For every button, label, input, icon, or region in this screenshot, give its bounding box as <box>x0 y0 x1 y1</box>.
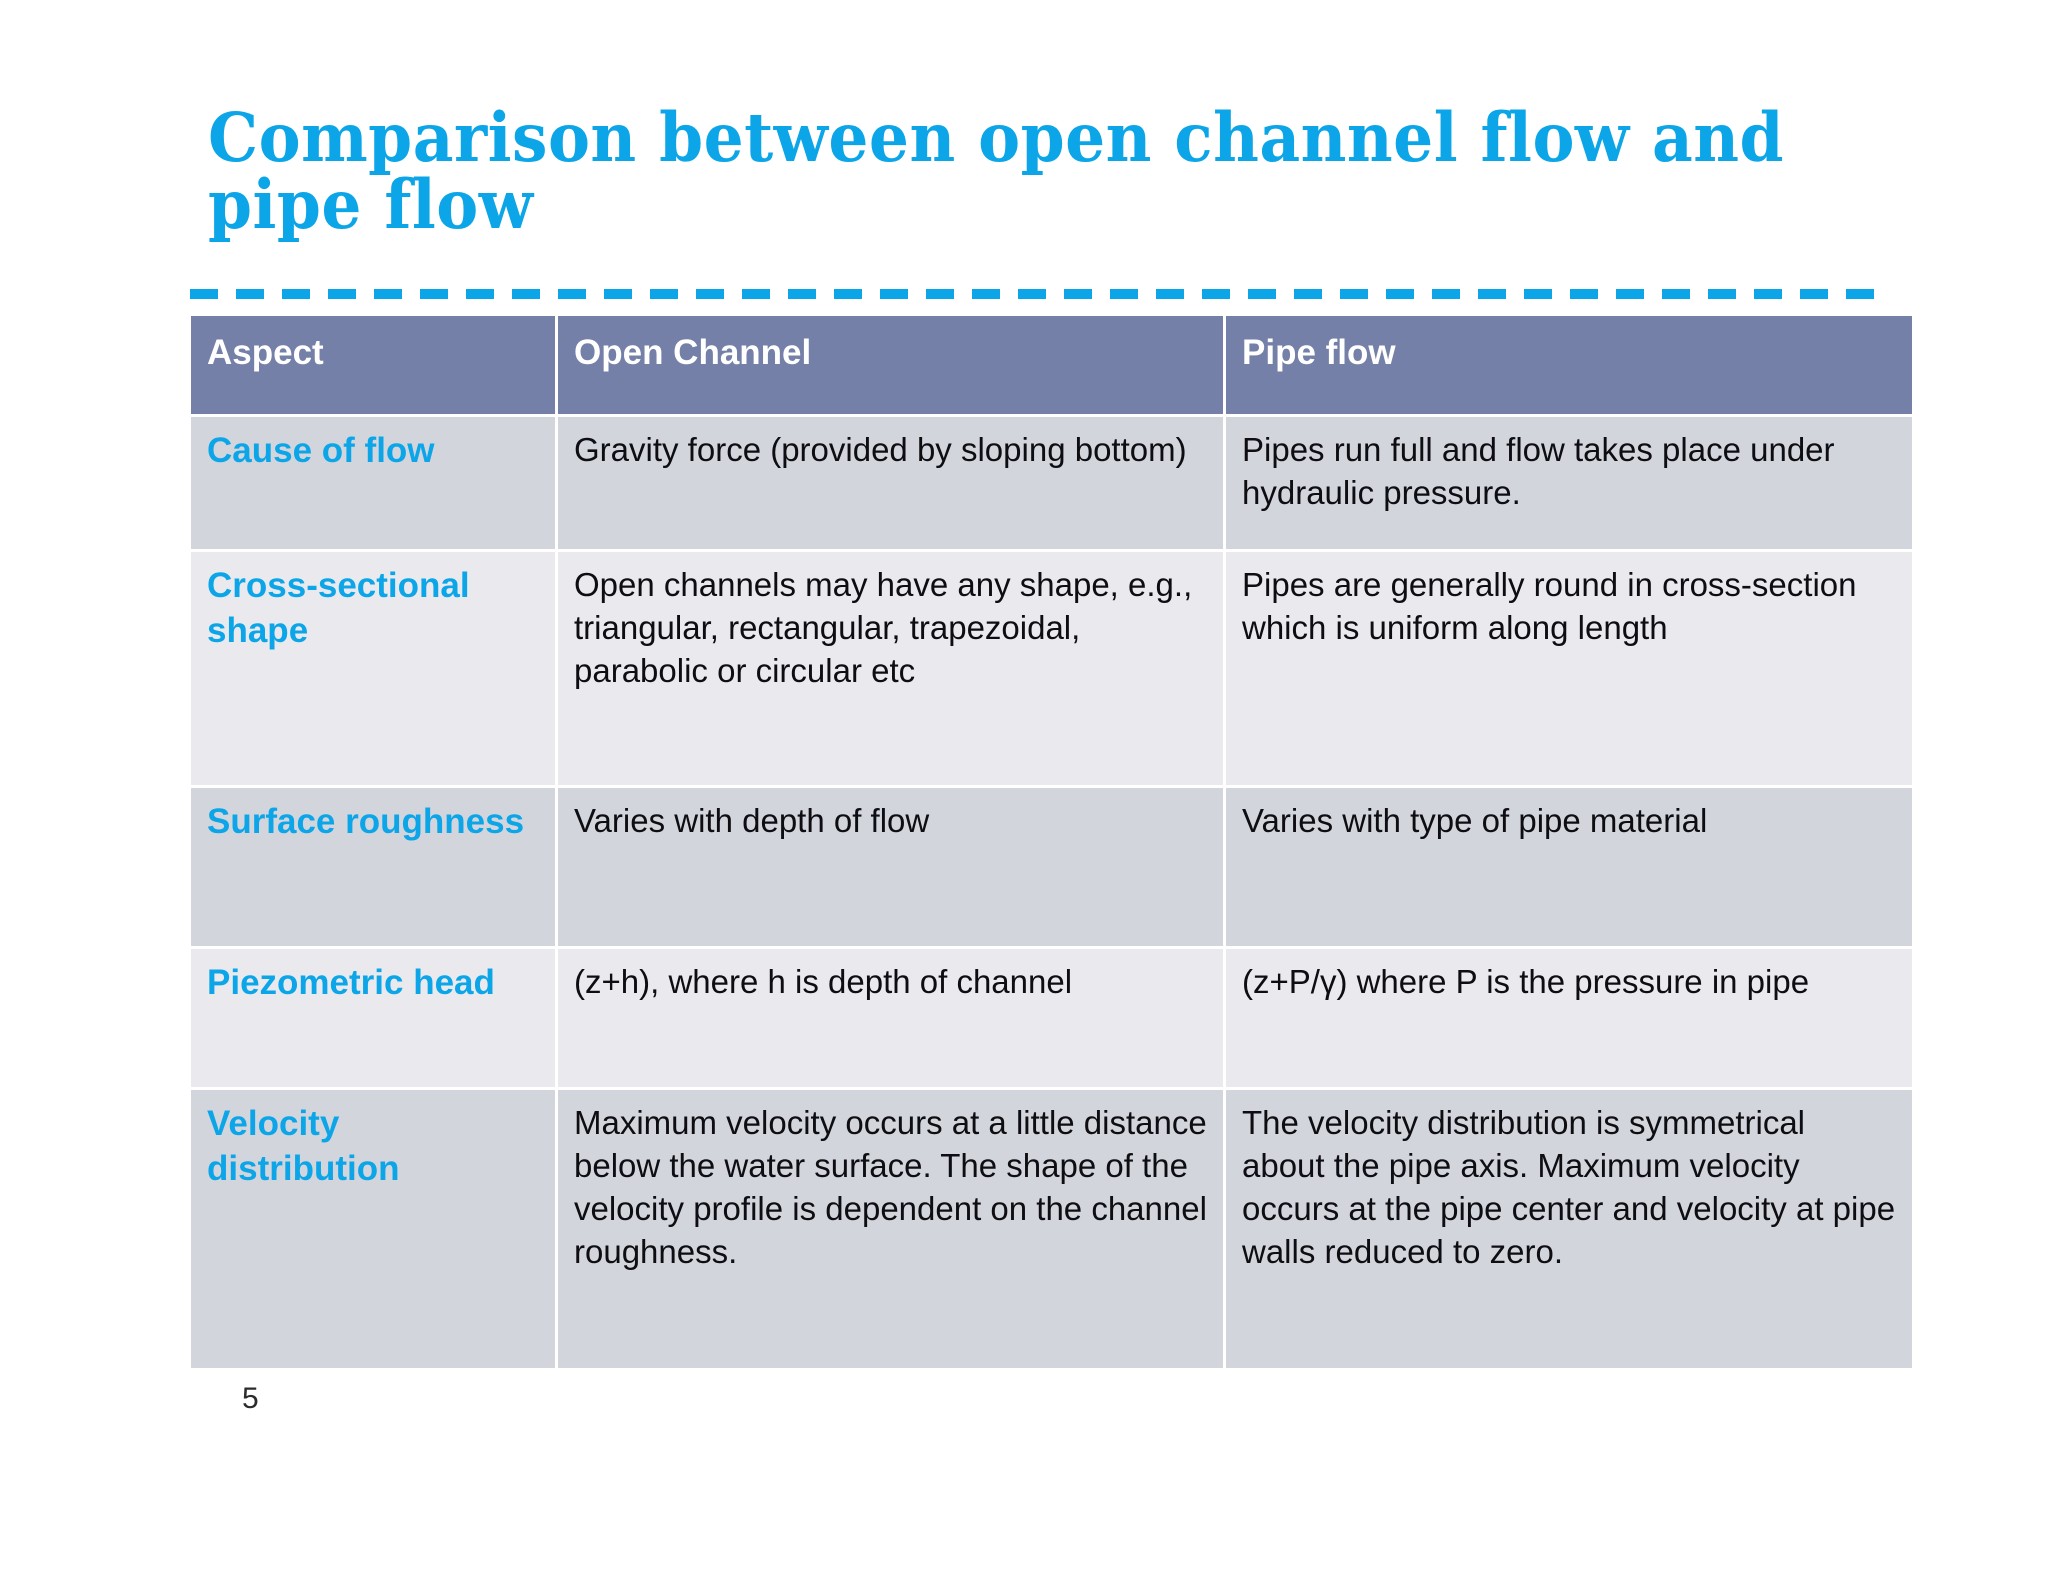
cell-pipe-flow: Pipes are generally round in cross-secti… <box>1226 552 1912 785</box>
column-header-aspect: Aspect <box>191 316 555 414</box>
row-label-velocity-distribution: Velocity distribution <box>191 1090 555 1368</box>
row-label-cross-sectional-shape: Cross-sectional shape <box>191 552 555 785</box>
title-block: Comparison between open channel flow and… <box>208 104 1908 238</box>
table-row: Surface roughness Varies with depth of f… <box>191 788 1912 946</box>
row-label-surface-roughness: Surface roughness <box>191 788 555 946</box>
cell-open-channel: Maximum velocity occurs at a little dist… <box>558 1090 1223 1368</box>
cell-open-channel: Varies with depth of flow <box>558 788 1223 946</box>
cell-pipe-flow: Pipes run full and flow takes place unde… <box>1226 417 1912 549</box>
row-label-cause-of-flow: Cause of flow <box>191 417 555 549</box>
table-row: Cause of flow Gravity force (provided by… <box>191 417 1912 549</box>
table-row: Piezometric head (z+h), where h is depth… <box>191 949 1912 1087</box>
cell-pipe-flow: (z+P/γ) where P is the pressure in pipe <box>1226 949 1912 1087</box>
cell-open-channel: Open channels may have any shape, e.g., … <box>558 552 1223 785</box>
table-header-row: Aspect Open Channel Pipe flow <box>191 316 1912 414</box>
column-header-open-channel: Open Channel <box>558 316 1223 414</box>
page-title: Comparison between open channel flow and… <box>208 98 1785 244</box>
page-number: 5 <box>242 1382 259 1415</box>
comparison-table: Aspect Open Channel Pipe flow Cause of f… <box>188 313 1915 1371</box>
table-row: Velocity distribution Maximum velocity o… <box>191 1090 1912 1368</box>
column-header-pipe-flow: Pipe flow <box>1226 316 1912 414</box>
cell-open-channel: (z+h), where h is depth of channel <box>558 949 1223 1087</box>
cell-open-channel: Gravity force (provided by sloping botto… <box>558 417 1223 549</box>
cell-pipe-flow: The velocity distribution is symmetrical… <box>1226 1090 1912 1368</box>
cell-pipe-flow: Varies with type of pipe material <box>1226 788 1912 946</box>
table-row: Cross-sectional shape Open channels may … <box>191 552 1912 785</box>
row-label-piezometric-head: Piezometric head <box>191 949 555 1087</box>
dashed-divider <box>190 289 1890 299</box>
